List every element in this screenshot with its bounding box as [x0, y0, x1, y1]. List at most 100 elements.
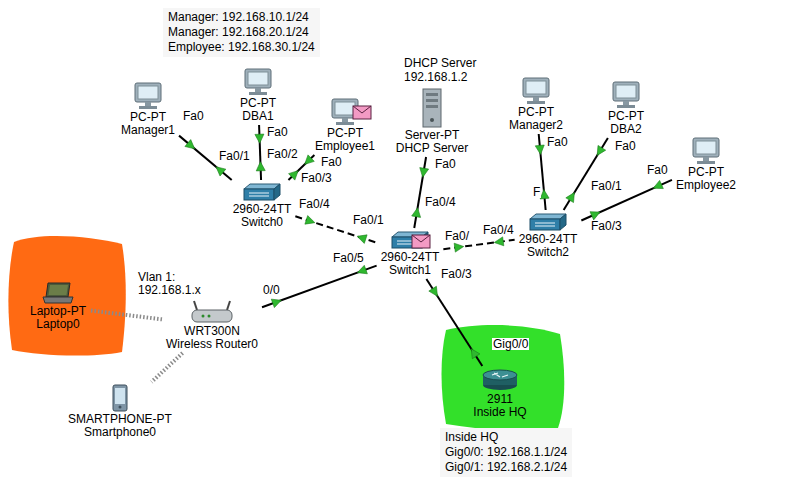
device-model: PC-PT — [688, 166, 724, 179]
ip-note: Manager: 192.168.10.1/24Manager: 192.168… — [163, 8, 320, 57]
link-light — [271, 299, 281, 307]
device-name: DBA1 — [242, 110, 273, 123]
port-label: F — [532, 186, 541, 198]
link-light — [429, 286, 438, 296]
device-model: Server-PT — [405, 129, 460, 142]
pc-device: PC-PTManager1 — [119, 82, 177, 137]
device-name: Laptop0 — [36, 318, 79, 331]
device-icon — [111, 384, 129, 412]
pc-device: PC-PTEmployee1 — [313, 98, 377, 153]
note-line: Gig0/1: 192.168.2.1/24 — [445, 460, 567, 475]
port-label: Fa0/1 — [352, 214, 385, 226]
note-line: Inside HQ — [445, 430, 498, 445]
note-line: Employee: 192.168.30.1/24 — [168, 40, 315, 55]
device-model: 2960-24TT — [519, 233, 578, 246]
port-label: Fa0/4 — [298, 198, 331, 210]
device-icon — [610, 81, 642, 109]
link-light — [305, 216, 315, 225]
link-light — [216, 167, 226, 176]
device-name: Switch1 — [389, 264, 431, 277]
device-model: Laptop-PT — [30, 305, 86, 318]
device-icon — [41, 282, 75, 304]
device-model: PC-PT — [240, 97, 276, 110]
link-light — [471, 349, 480, 359]
device-icon — [420, 88, 444, 128]
device-name: Wireless Router0 — [166, 338, 258, 351]
port-label: Fa0/4 — [424, 196, 457, 208]
pc-device: PC-PTDBA1 — [238, 68, 278, 123]
device-model: PC-PT — [518, 106, 554, 119]
device-icon — [132, 82, 164, 110]
device-model: PC-PT — [130, 111, 166, 124]
link-light — [412, 208, 421, 218]
pc-device: PC-PTEmployee2 — [674, 137, 738, 192]
device-name: DBA2 — [610, 123, 641, 136]
device-model: WRT300N — [184, 325, 240, 338]
link-light — [590, 212, 600, 220]
port-label: Fa0/1 — [218, 150, 251, 162]
link-light — [494, 237, 504, 246]
port-label: Fa0 — [434, 158, 457, 170]
note-line: Manager: 192.168.10.1/24 — [168, 10, 309, 25]
port-label: Fa0/3 — [590, 220, 623, 232]
switch-device: 2960-24TTSwitch2 — [517, 212, 580, 259]
smartphone-device: SMARTPHONE-PTSmartphone0 — [66, 384, 174, 439]
port-label: Fa0/ — [444, 230, 470, 242]
device-name: Inside HQ — [473, 406, 526, 419]
device-icon — [189, 300, 235, 324]
wireless-router: WRT300NWireless Router0 — [164, 300, 260, 351]
device-name: DHCP Server — [396, 142, 468, 155]
device-name: Manager2 — [509, 119, 563, 132]
port-label: Fa0/3 — [300, 172, 333, 184]
port-label: Fa0 — [320, 156, 343, 168]
device-icon — [690, 137, 722, 165]
device-name: Smartphone0 — [84, 426, 156, 439]
link-light — [357, 235, 367, 244]
ip-note: Inside HQGig0/0: 192.168.1.1/24Gig0/1: 1… — [440, 428, 572, 477]
pc-device: PC-PTManager2 — [507, 77, 565, 132]
port-label: Fa0 — [646, 164, 669, 176]
port-label: Fa0 — [614, 140, 637, 152]
switch-device: 2960-24TTSwitch0 — [231, 182, 294, 229]
ip-annotation: 192.168.1.2 — [403, 71, 468, 83]
link-light — [420, 168, 429, 178]
link-light — [597, 145, 606, 155]
note-line: Manager: 192.168.20.1/24 — [168, 25, 309, 40]
device-model: 2960-24TT — [381, 251, 440, 264]
switch-device: 2960-24TTSwitch1 — [379, 230, 442, 277]
device-icon — [480, 368, 520, 392]
device-model: PC-PT — [608, 110, 644, 123]
device-icon — [242, 68, 274, 96]
link-light — [357, 265, 367, 273]
link-light — [289, 171, 299, 180]
router-device: 2911Inside HQ — [471, 368, 528, 419]
port-label: Fa0/4 — [482, 224, 515, 236]
device-name: Employee2 — [676, 179, 736, 192]
device-icon — [390, 230, 431, 250]
ip-annotation: 192.168.1.x — [137, 284, 202, 296]
port-label: Fa0/2 — [266, 148, 299, 160]
wireless-link — [90, 310, 162, 319]
port-label: Fa0/1 — [590, 180, 623, 192]
laptop-device: Laptop-PTLaptop0 — [28, 282, 88, 331]
port-label: Fa0 — [182, 110, 205, 122]
device-name: Switch0 — [241, 216, 283, 229]
port-label: 0/0 — [262, 284, 281, 296]
ip-annotation: Vlan 1: — [137, 271, 176, 283]
router-highlight — [442, 325, 565, 430]
ip-annotation: DHCP Server — [403, 57, 477, 69]
cable-link — [259, 125, 261, 180]
device-name: Employee1 — [315, 140, 375, 153]
device-icon — [528, 212, 568, 232]
device-name: Switch2 — [527, 246, 569, 259]
device-icon — [520, 77, 552, 105]
link-light — [454, 243, 464, 252]
device-icon — [242, 182, 282, 202]
link-light — [653, 180, 663, 188]
device-name: Manager1 — [121, 124, 175, 137]
link-light — [255, 134, 264, 143]
device-icon — [329, 98, 372, 126]
port-label: Gig0/0 — [492, 338, 529, 350]
link-light — [185, 140, 195, 149]
